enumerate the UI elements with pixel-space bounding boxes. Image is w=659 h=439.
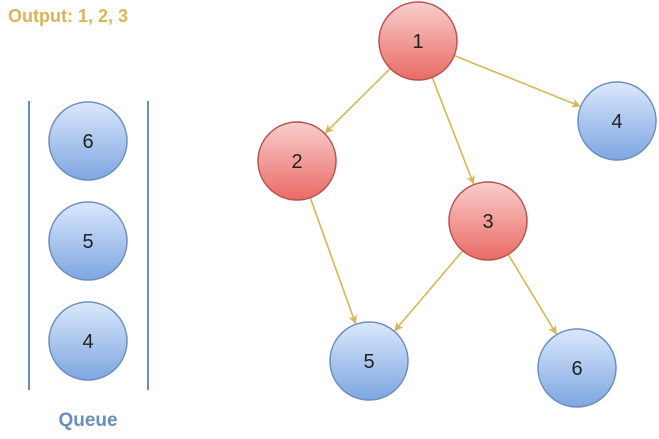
- graph-node-1-circle: [378, 1, 458, 81]
- queue-item-6: 6: [48, 101, 128, 181]
- queue-item-5-circle: [48, 201, 128, 281]
- graph-node-3-circle: [448, 181, 528, 261]
- graph-node-6-label: 6: [571, 358, 582, 380]
- edge-n3-n6: [507, 253, 557, 335]
- edge-n3-n5: [394, 250, 464, 332]
- graph-node-2-circle: [257, 121, 337, 201]
- graph-node-1-label: 1: [412, 31, 423, 53]
- queue-item-4: 4: [48, 301, 128, 381]
- edge-n1-n4: [453, 54, 581, 108]
- graph-node-4-label: 4: [611, 111, 622, 133]
- graph-node-6: 6: [537, 328, 617, 408]
- graph-node-6-circle: [537, 328, 617, 408]
- graph-node-3-label: 3: [482, 211, 493, 233]
- graph-node-4-circle: [577, 81, 657, 161]
- graph-nodes: 1 2 3 4 5 6: [257, 1, 657, 408]
- queue-label: Queue: [58, 410, 118, 431]
- queue-item-4-label: 4: [82, 331, 93, 353]
- graph-node-5-label: 5: [363, 351, 374, 373]
- queue-items: 6 5 4: [48, 101, 128, 381]
- graph-node-5-circle: [329, 321, 409, 401]
- graph-node-2: 2: [257, 121, 337, 201]
- output-title: Output: 1, 2, 3: [8, 6, 129, 26]
- edge-n1-n2: [324, 67, 391, 134]
- graph-node-1: 1: [378, 1, 458, 81]
- graph-node-2-label: 2: [291, 151, 302, 173]
- queue-item-5-label: 5: [82, 231, 93, 253]
- graph-edges: [309, 54, 581, 335]
- graph-node-5: 5: [329, 321, 409, 401]
- queue-item-5: 5: [48, 201, 128, 281]
- graph-node-3: 3: [448, 181, 528, 261]
- graph-node-4: 4: [577, 81, 657, 161]
- queue-item-6-circle: [48, 101, 128, 181]
- queue-item-6-label: 6: [82, 131, 93, 153]
- queue-item-4-circle: [48, 301, 128, 381]
- edge-n1-n3: [431, 77, 475, 185]
- edge-n2-n5: [309, 197, 357, 325]
